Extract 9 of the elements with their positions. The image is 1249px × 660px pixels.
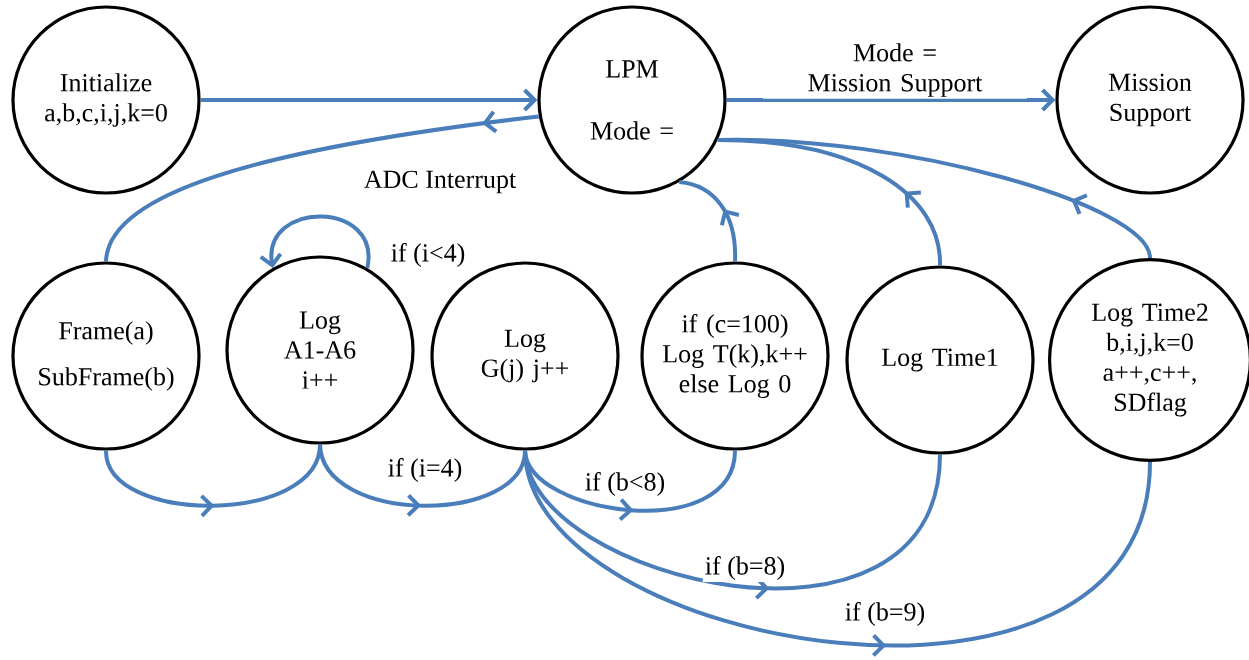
arrow [726, 88, 1056, 112]
edge-label: Mode = Mission Support [763, 41, 1027, 99]
edge-label: if (b=8) [702, 554, 788, 582]
edge-label: if (i=4) [385, 456, 465, 484]
arrow [259, 214, 371, 269]
edge-label: if (b=9) [842, 600, 928, 628]
arrow [200, 88, 538, 112]
edge-label: ADC Interrupt [361, 168, 519, 196]
edge-label: if (b<8) [582, 470, 668, 498]
